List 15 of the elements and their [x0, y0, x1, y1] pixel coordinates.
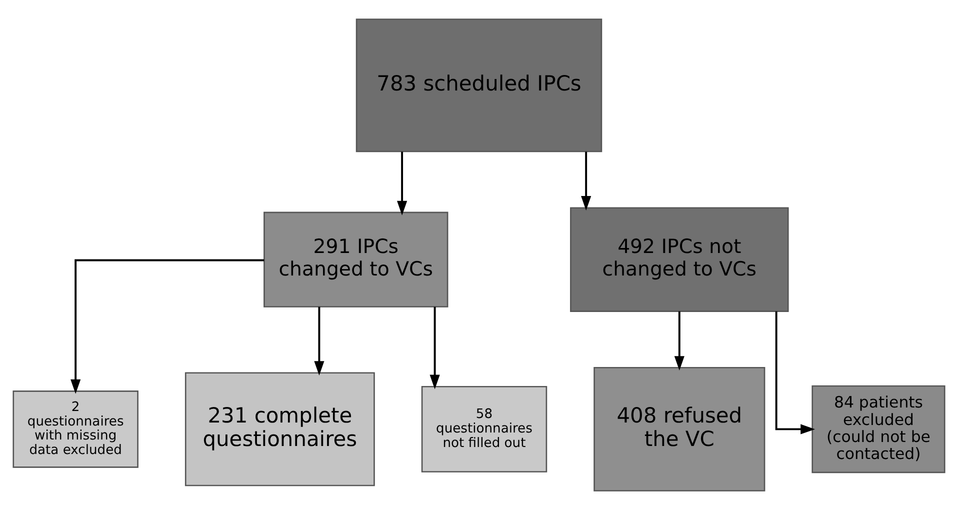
node-box: 231 complete questionnaires	[184, 372, 375, 486]
node-box: 84 patients excluded (could not be contacted)	[812, 384, 946, 473]
node-box: 408 refused the VC	[594, 366, 766, 491]
arrow	[581, 151, 592, 210]
node-box: 2 questionnaires with missing data excluded	[12, 390, 138, 468]
arrow	[430, 306, 440, 389]
arrow	[674, 310, 684, 370]
node-box: 58 questionnaires not filled out	[421, 385, 548, 472]
arrow	[70, 258, 264, 394]
node-box: 291 IPCs changed to VCs	[264, 211, 448, 307]
arrow	[775, 310, 816, 434]
node-box: 492 IPCs not changed to VCs	[570, 206, 789, 312]
node-box: 783 scheduled IPCs	[356, 18, 602, 152]
arrow	[397, 151, 408, 215]
arrow	[314, 306, 324, 376]
